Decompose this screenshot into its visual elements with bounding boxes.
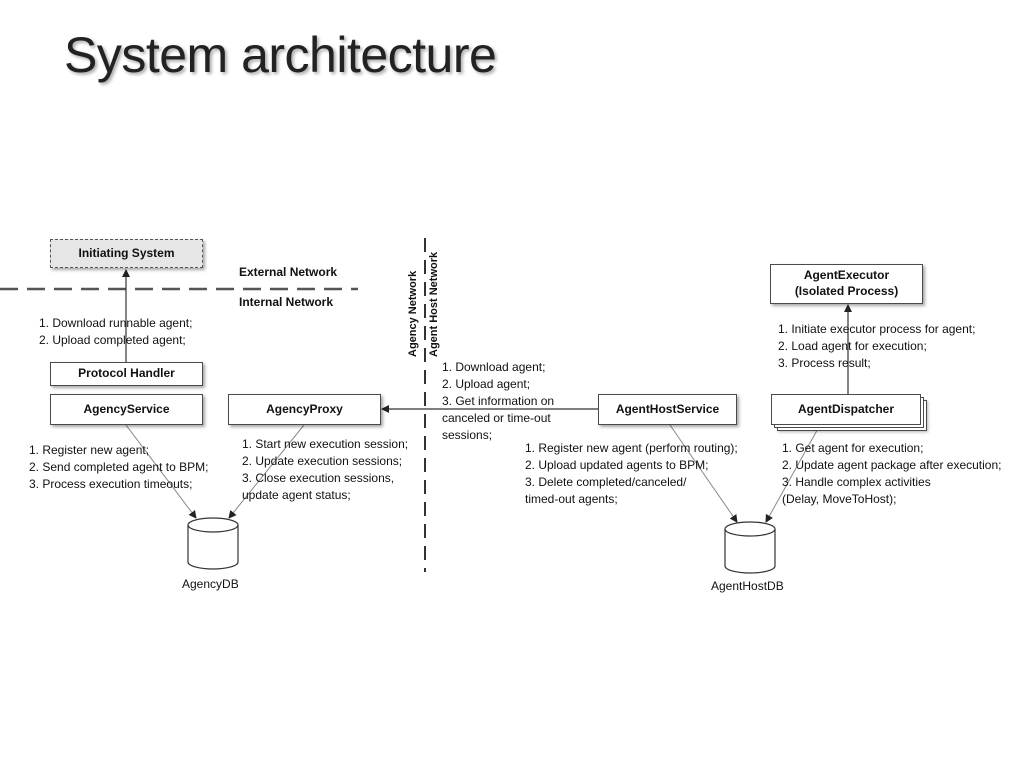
initiating-system-box: Initiating System	[50, 239, 203, 268]
note-line: 3. Delete completed/canceled/	[525, 475, 687, 489]
page-title: System architecture	[64, 27, 497, 83]
arrow-agenthostservice-to-db	[669, 424, 738, 523]
agent-executor-box: AgentExecutor (Isolated Process)	[770, 264, 923, 304]
arrow-agentdispatcher-to-db	[765, 424, 821, 523]
note-line: 1. Download runnable agent;	[39, 316, 193, 330]
agency-db-icon	[187, 517, 239, 570]
initiating-system-label: Initiating System	[78, 245, 175, 260]
note-line: 1. Initiate executor process for agent;	[778, 322, 976, 336]
external-network-label: External Network	[239, 265, 338, 279]
note-line: canceled or time-out	[442, 411, 551, 425]
agency-db-label: AgencyDB	[182, 577, 239, 591]
agent-dispatcher-box: AgentDispatcher	[771, 394, 921, 425]
note-line: 1. Register new agent (perform routing);	[525, 441, 738, 455]
note-line: 1. Register new agent;	[29, 443, 150, 457]
agent-host-service-box: AgentHostService	[598, 394, 737, 425]
agent-host-network-label: Agent Host Network	[428, 251, 440, 357]
note-line: 3. Process result;	[778, 356, 871, 370]
cross-network-note: 1. Download agent; 2. Upload agent; 3. G…	[442, 359, 554, 444]
note-line: 2. Update agent package after execution;	[782, 458, 1002, 472]
agency-proxy-box: AgencyProxy	[228, 394, 381, 425]
note-line: 2. Upload completed agent;	[39, 333, 186, 347]
note-line: 3. Get information on	[442, 394, 555, 408]
arrow-agencyservice-to-db	[125, 424, 197, 519]
agency-network-label: Agency Network	[407, 270, 419, 357]
agent-host-db-label: AgentHostDB	[711, 579, 784, 593]
agency-proxy-label: AgencyProxy	[266, 401, 343, 416]
agency-service-box: AgencyService	[50, 394, 203, 425]
note-line: 1. Download agent;	[442, 360, 546, 374]
note-line: 3. Process execution timeouts;	[29, 477, 193, 491]
agent-host-db-icon	[724, 521, 776, 574]
note-line: 2. Send completed agent to BPM;	[29, 460, 209, 474]
agency-service-note: 1. Register new agent; 2. Send completed…	[29, 442, 208, 493]
note-line: 2. Update execution sessions;	[242, 454, 403, 468]
note-line: sessions;	[442, 428, 493, 442]
agent-host-service-note: 1. Register new agent (perform routing);…	[525, 440, 738, 508]
note-line: 2. Upload agent;	[442, 377, 531, 391]
protocol-handler-box: Protocol Handler	[50, 362, 203, 386]
initiating-note: 1. Download runnable agent; 2. Upload co…	[39, 315, 192, 349]
note-line: (Delay, MoveToHost);	[782, 492, 897, 506]
agent-executor-sublabel: (Isolated Process)	[794, 284, 899, 298]
note-line: 1. Start new execution session;	[242, 437, 409, 451]
agency-proxy-note: 1. Start new execution session; 2. Updat…	[242, 436, 408, 504]
internal-network-label: Internal Network	[239, 295, 334, 309]
agent-executor-note: 1. Initiate executor process for agent; …	[778, 321, 975, 372]
note-line: update agent status;	[242, 488, 351, 502]
note-line: 2. Upload updated agents to BPM;	[525, 458, 709, 472]
arrow-agencyproxy-to-db	[228, 424, 305, 519]
note-line: 1. Get agent for execution;	[782, 441, 924, 455]
agent-dispatcher-label: AgentDispatcher	[797, 401, 895, 416]
note-line: 3. Close execution sessions,	[242, 471, 395, 485]
agent-host-service-label: AgentHostService	[615, 401, 720, 416]
note-line: timed-out agents;	[525, 492, 618, 506]
agency-service-label: AgencyService	[83, 401, 170, 416]
note-line: 2. Load agent for execution;	[778, 339, 927, 353]
agent-executor-label: AgentExecutor	[803, 268, 890, 283]
protocol-handler-label: Protocol Handler	[78, 366, 175, 381]
agent-dispatcher-note: 1. Get agent for execution; 2. Update ag…	[782, 440, 1002, 508]
note-line: 3. Handle complex activities	[782, 475, 931, 489]
